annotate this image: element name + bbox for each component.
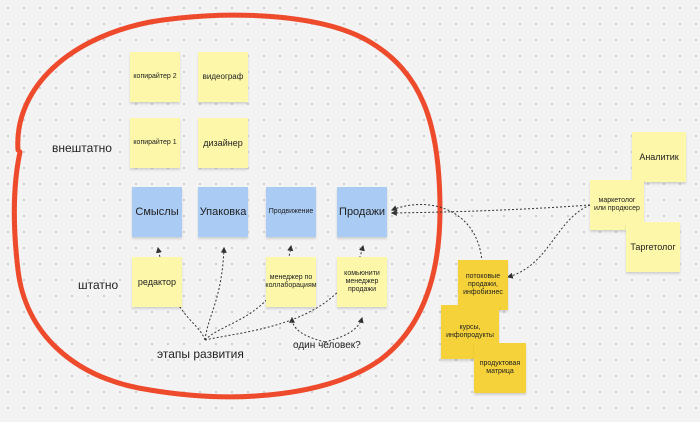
note-copywriter-1[interactable]: копирайтер 1: [130, 118, 180, 168]
note-community-manager[interactable]: комьюнити менеджер продажи: [337, 257, 387, 307]
connector-marketer-to-stream: [506, 204, 591, 279]
note-editor[interactable]: редактор: [132, 257, 182, 307]
label-stages: этапы развития: [157, 347, 244, 361]
note-analyst[interactable]: Аналитик: [632, 132, 686, 182]
note-sales[interactable]: Продажи: [337, 187, 387, 237]
note-copywriter-2[interactable]: копирайтер 2: [130, 52, 180, 102]
connector-one-person-left: [289, 316, 326, 343]
note-collab-manager[interactable]: менеджер по коллаборациям: [265, 257, 317, 307]
note-meanings[interactable]: Смыслы: [132, 187, 182, 237]
note-stream-sales[interactable]: потоковые продажи, инфобизнес: [458, 260, 508, 310]
note-packaging[interactable]: Упаковка: [198, 187, 248, 237]
note-designer[interactable]: дизайнер: [198, 118, 248, 168]
label-staff: штатно: [78, 278, 119, 292]
note-product-matrix[interactable]: продуктовая матрица: [474, 343, 526, 393]
note-targetologist[interactable]: Таргетолог: [626, 222, 680, 272]
connector-marketer-to-sales: [390, 204, 591, 216]
note-promotion[interactable]: Продвижение: [266, 187, 316, 237]
connector-stages-to-packaging: [204, 246, 227, 341]
note-videographer[interactable]: видеограф: [198, 52, 248, 102]
label-one-person: один человек?: [293, 340, 361, 351]
note-marketer[interactable]: маркетолог или продюсер: [590, 180, 644, 230]
label-outstaff: внештатно: [52, 141, 112, 155]
red-lasso-outline: [11, 12, 443, 400]
connector-stream-to-sales: [390, 203, 483, 263]
connector-one-person-right: [324, 316, 364, 343]
